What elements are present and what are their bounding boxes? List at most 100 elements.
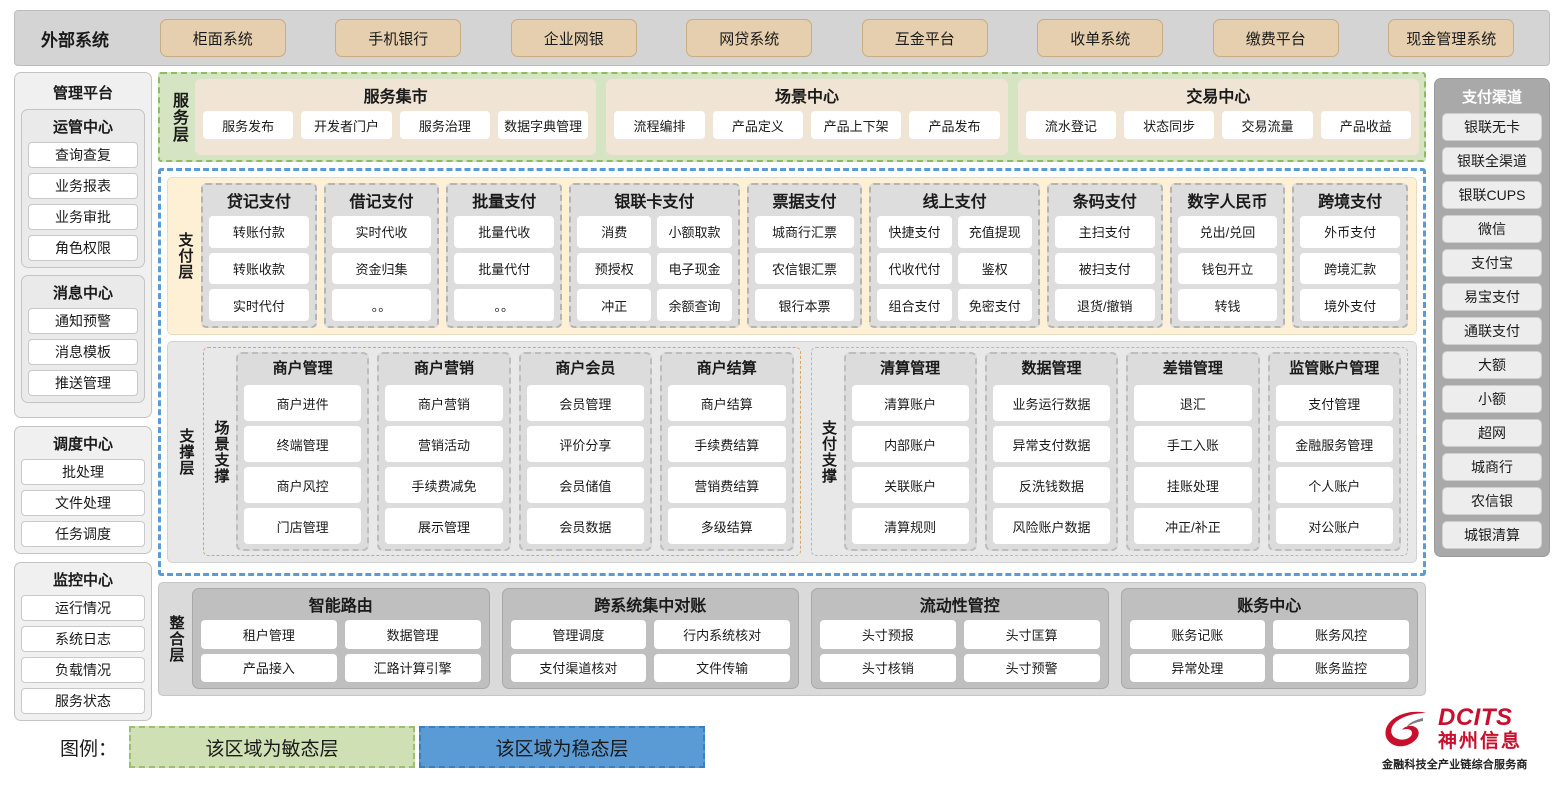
service-item[interactable]: 产品收益: [1321, 111, 1411, 139]
integration-item[interactable]: 产品接入: [201, 654, 337, 683]
management-item[interactable]: 推送管理: [28, 370, 138, 396]
service-item[interactable]: 产品上下架: [811, 111, 901, 139]
payment-item[interactable]: 批量代付: [454, 253, 554, 285]
support-item[interactable]: 商户结算: [668, 385, 785, 421]
support-item[interactable]: 会员数据: [527, 508, 644, 544]
payment-item[interactable]: 快捷支付: [877, 216, 951, 248]
support-item[interactable]: 评价分享: [527, 426, 644, 462]
payment-channel-item[interactable]: 小额: [1442, 385, 1542, 413]
payment-item[interactable]: 余额查询: [657, 289, 731, 321]
payment-channel-item[interactable]: 易宝支付: [1442, 283, 1542, 311]
support-item[interactable]: 手续费结算: [668, 426, 785, 462]
payment-item[interactable]: 被扫支付: [1055, 253, 1155, 285]
payment-channel-item[interactable]: 银联无卡: [1442, 113, 1542, 141]
payment-item[interactable]: 免密支付: [958, 289, 1032, 321]
payment-channel-item[interactable]: 银联CUPS: [1442, 181, 1542, 209]
support-item[interactable]: 支付管理: [1276, 385, 1393, 421]
payment-item[interactable]: 银行本票: [755, 289, 855, 321]
integration-item[interactable]: 租户管理: [201, 620, 337, 649]
payment-item[interactable]: 批量代收: [454, 216, 554, 248]
integration-item[interactable]: 头寸匡算: [964, 620, 1100, 649]
payment-item[interactable]: 兑出/兑回: [1178, 216, 1278, 248]
payment-item[interactable]: 。。: [332, 289, 432, 321]
management-item[interactable]: 运行情况: [21, 595, 145, 621]
support-item[interactable]: 清算规则: [852, 508, 969, 544]
external-system-item[interactable]: 缴费平台: [1213, 19, 1339, 57]
management-item[interactable]: 查询查复: [28, 142, 138, 168]
support-item[interactable]: 清算账户: [852, 385, 969, 421]
payment-item[interactable]: 实时代付: [209, 289, 309, 321]
support-item[interactable]: 商户进件: [244, 385, 361, 421]
support-item[interactable]: 商户风控: [244, 467, 361, 503]
external-system-item[interactable]: 手机银行: [335, 19, 461, 57]
support-item[interactable]: 手工入账: [1134, 426, 1251, 462]
integration-item[interactable]: 文件传输: [654, 654, 790, 683]
integration-item[interactable]: 头寸核销: [820, 654, 956, 683]
support-item[interactable]: 终端管理: [244, 426, 361, 462]
support-item[interactable]: 营销活动: [385, 426, 502, 462]
management-item[interactable]: 通知预警: [28, 308, 138, 334]
support-item[interactable]: 营销费结算: [668, 467, 785, 503]
payment-channel-item[interactable]: 通联支付: [1442, 317, 1542, 345]
integration-item[interactable]: 异常处理: [1130, 654, 1266, 683]
payment-item[interactable]: 组合支付: [877, 289, 951, 321]
integration-item[interactable]: 账务监控: [1273, 654, 1409, 683]
payment-item[interactable]: 转钱: [1178, 289, 1278, 321]
support-item[interactable]: 展示管理: [385, 508, 502, 544]
payment-channel-item[interactable]: 微信: [1442, 215, 1542, 243]
service-item[interactable]: 开发者门户: [301, 111, 391, 139]
payment-item[interactable]: 资金归集: [332, 253, 432, 285]
management-item[interactable]: 系统日志: [21, 626, 145, 652]
external-system-item[interactable]: 互金平台: [862, 19, 988, 57]
service-item[interactable]: 状态同步: [1124, 111, 1214, 139]
integration-item[interactable]: 账务风控: [1273, 620, 1409, 649]
integration-item[interactable]: 头寸预警: [964, 654, 1100, 683]
payment-item[interactable]: 实时代收: [332, 216, 432, 248]
payment-channel-item[interactable]: 城商行: [1442, 453, 1542, 481]
support-item[interactable]: 金融服务管理: [1276, 426, 1393, 462]
support-item[interactable]: 对公账户: [1276, 508, 1393, 544]
support-item[interactable]: 会员管理: [527, 385, 644, 421]
external-system-item[interactable]: 收单系统: [1037, 19, 1163, 57]
support-item[interactable]: 冲正/补正: [1134, 508, 1251, 544]
management-item[interactable]: 文件处理: [21, 490, 145, 516]
payment-item[interactable]: 小额取款: [657, 216, 731, 248]
support-item[interactable]: 会员储值: [527, 467, 644, 503]
management-item[interactable]: 角色权限: [28, 235, 138, 261]
support-item[interactable]: 商户营销: [385, 385, 502, 421]
external-system-item[interactable]: 柜面系统: [160, 19, 286, 57]
integration-item[interactable]: 行内系统核对: [654, 620, 790, 649]
service-item[interactable]: 产品定义: [713, 111, 803, 139]
payment-item[interactable]: 。。: [454, 289, 554, 321]
support-item[interactable]: 退汇: [1134, 385, 1251, 421]
support-item[interactable]: 反洗钱数据: [993, 467, 1110, 503]
management-item[interactable]: 业务审批: [28, 204, 138, 230]
management-item[interactable]: 任务调度: [21, 521, 145, 547]
payment-item[interactable]: 代收代付: [877, 253, 951, 285]
payment-item[interactable]: 境外支付: [1300, 289, 1400, 321]
payment-item[interactable]: 转账付款: [209, 216, 309, 248]
payment-item[interactable]: 退货/撤销: [1055, 289, 1155, 321]
integration-item[interactable]: 管理调度: [511, 620, 647, 649]
integration-item[interactable]: 支付渠道核对: [511, 654, 647, 683]
support-item[interactable]: 风险账户数据: [993, 508, 1110, 544]
payment-item[interactable]: 预授权: [577, 253, 651, 285]
service-item[interactable]: 产品发布: [909, 111, 999, 139]
management-item[interactable]: 批处理: [21, 459, 145, 485]
management-item[interactable]: 服务状态: [21, 688, 145, 714]
management-item[interactable]: 负载情况: [21, 657, 145, 683]
payment-channel-item[interactable]: 大额: [1442, 351, 1542, 379]
payment-channel-item[interactable]: 城银清算: [1442, 521, 1542, 549]
support-item[interactable]: 挂账处理: [1134, 467, 1251, 503]
payment-item[interactable]: 农信银汇票: [755, 253, 855, 285]
support-item[interactable]: 内部账户: [852, 426, 969, 462]
payment-item[interactable]: 消费: [577, 216, 651, 248]
support-item[interactable]: 手续费减免: [385, 467, 502, 503]
service-item[interactable]: 流程编排: [614, 111, 704, 139]
payment-item[interactable]: 转账收款: [209, 253, 309, 285]
integration-item[interactable]: 头寸预报: [820, 620, 956, 649]
integration-item[interactable]: 数据管理: [345, 620, 481, 649]
payment-item[interactable]: 跨境汇款: [1300, 253, 1400, 285]
external-system-item[interactable]: 网贷系统: [686, 19, 812, 57]
payment-item[interactable]: 电子现金: [657, 253, 731, 285]
